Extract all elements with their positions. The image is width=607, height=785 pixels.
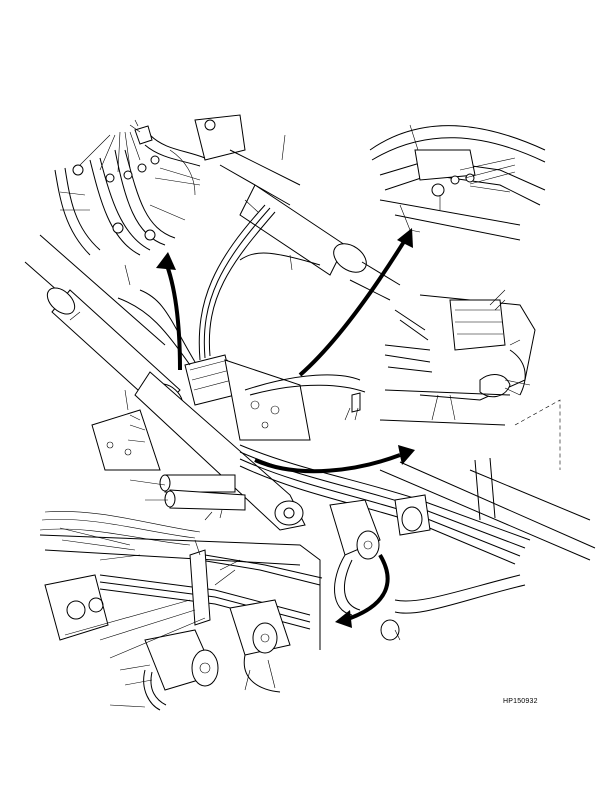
detail-view-bottom-left <box>39 511 323 711</box>
detail-view-middle-right <box>379 294 536 426</box>
detail-view-top-right <box>369 125 546 241</box>
main-boom-assembly <box>24 114 596 641</box>
figure-id-label: HP150932 <box>503 698 538 705</box>
leader-lines <box>59 119 531 708</box>
detail-view-top-left <box>54 125 206 256</box>
callout-arrows <box>156 228 415 628</box>
